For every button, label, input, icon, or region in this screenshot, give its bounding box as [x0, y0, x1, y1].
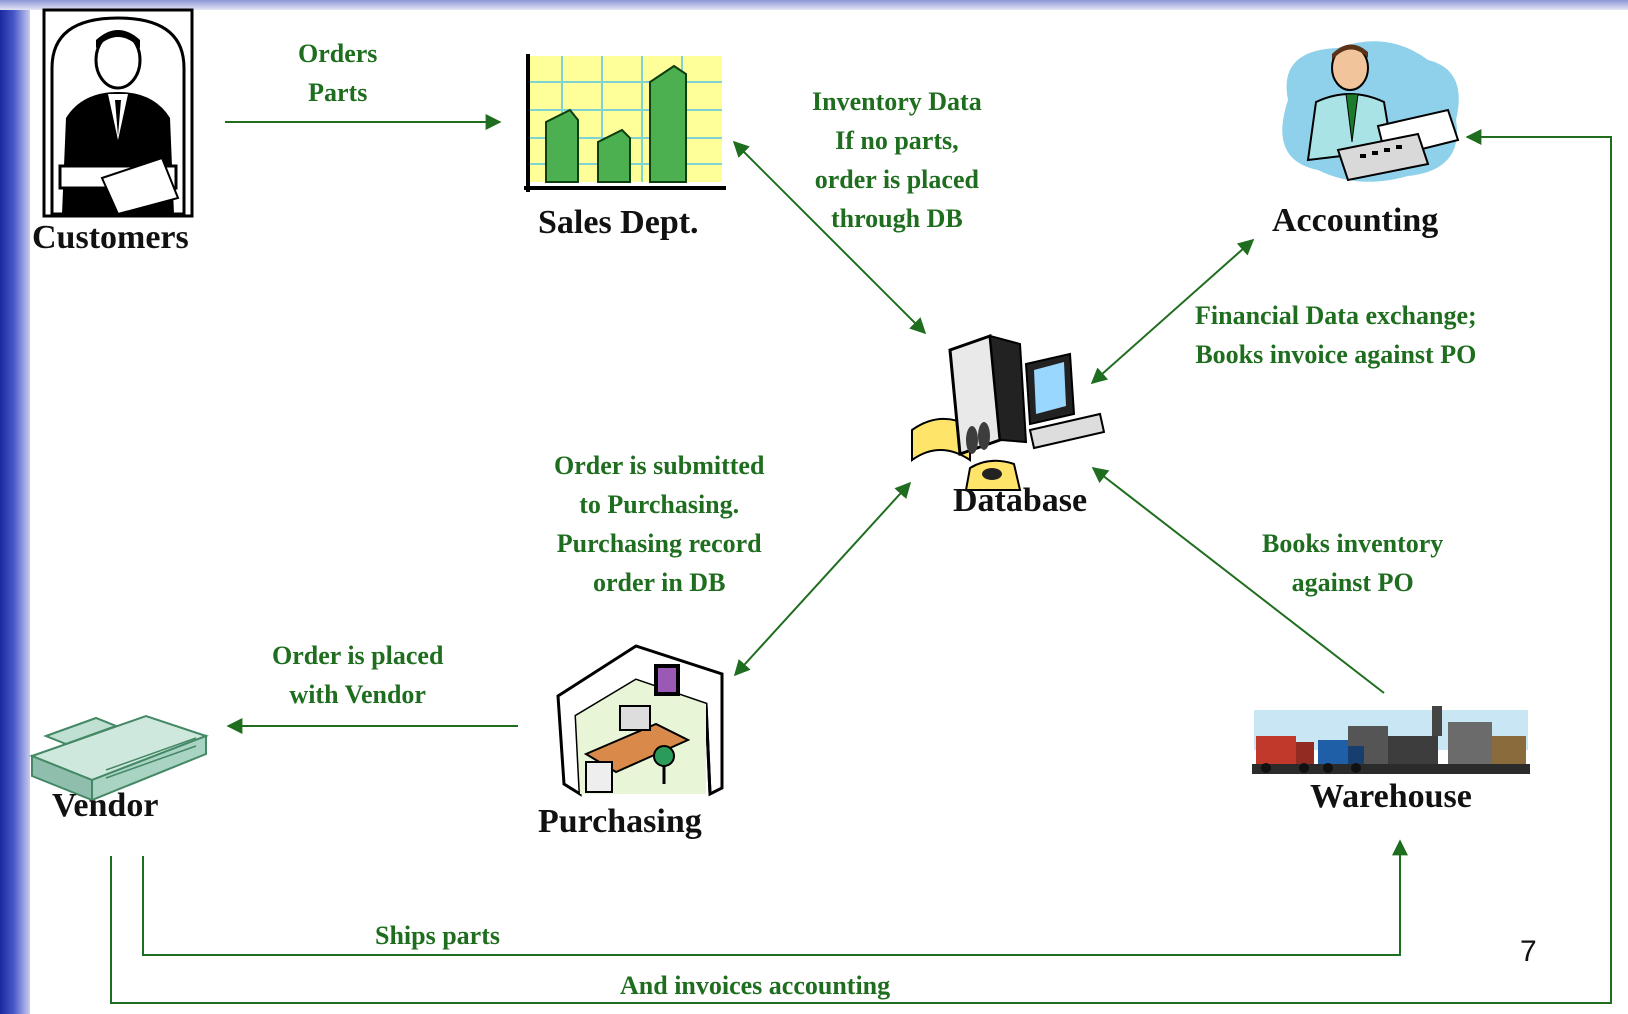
- arrow-sales-database: [732, 140, 927, 335]
- annotation-books-inventory: Books inventory against PO: [1262, 524, 1443, 602]
- arrow-purchasing-database: [733, 481, 912, 677]
- accountant-icon: [1282, 41, 1460, 182]
- annotation-line: Purchasing record: [556, 529, 762, 558]
- slide-top-band: [0, 0, 1628, 10]
- annotation-line: order in DB: [593, 568, 726, 597]
- annotation-line: Books inventory: [1262, 529, 1444, 558]
- slide-side-band: [0, 0, 30, 1014]
- annotation-line: Order is submitted: [554, 451, 765, 480]
- annotation-ships-parts: Ships parts: [375, 921, 500, 950]
- annotation-line: Orders: [298, 39, 378, 68]
- annotation-line: Order is placed: [272, 641, 444, 670]
- factory-building-icon: [29, 714, 209, 802]
- businessman-icon: [42, 8, 194, 218]
- node-label-database: Database: [953, 482, 1088, 519]
- annotation-line: If no parts,: [835, 126, 959, 155]
- arrow-accounting-database: [1090, 238, 1255, 385]
- warehouse-trucks-icon: [1252, 706, 1530, 774]
- annotation-inventory-data: Inventory Data If no parts, order is pla…: [812, 82, 982, 238]
- annotation-orders-parts: Orders Parts: [298, 34, 377, 112]
- database-computer-icon: [911, 333, 1105, 491]
- node-label-sales-dept: Sales Dept.: [538, 204, 699, 241]
- office-cubicle-icon: [556, 644, 724, 797]
- annotation-financial-data: Financial Data exchange; Books invoice a…: [1195, 296, 1477, 374]
- annotation-order-submitted: Order is submitted to Purchasing. Purcha…: [554, 446, 764, 602]
- annotation-line: order is placed: [814, 165, 979, 194]
- node-label-accounting: Accounting: [1272, 202, 1439, 239]
- annotation-invoices-accounting: And invoices accounting: [620, 971, 891, 1000]
- page-number: 7: [1520, 935, 1537, 968]
- arrow-warehouse-to-database: [1091, 467, 1385, 694]
- sales-chart-icon: [524, 54, 726, 192]
- node-label-purchasing: Purchasing: [538, 803, 702, 840]
- arrow-vendor-invoices-to-accounting: [110, 129, 1612, 1004]
- annotation-line: with Vendor: [289, 680, 426, 709]
- node-label-vendor: Vendor: [52, 787, 159, 824]
- annotation-line: through DB: [830, 204, 963, 233]
- node-label-customers: Customers: [32, 219, 189, 256]
- annotation-order-placed: Order is placed with Vendor: [272, 636, 443, 714]
- annotation-line: Books invoice against PO: [1195, 340, 1477, 369]
- arrow-vendor-ships-to-warehouse: [142, 839, 1408, 956]
- annotation-line: to Purchasing.: [579, 490, 740, 519]
- annotation-line: Inventory Data: [812, 87, 982, 116]
- annotation-line: Parts: [308, 78, 368, 107]
- annotation-line: against PO: [1291, 568, 1414, 597]
- annotation-line: Financial Data exchange;: [1195, 301, 1477, 330]
- node-label-warehouse: Warehouse: [1310, 778, 1472, 815]
